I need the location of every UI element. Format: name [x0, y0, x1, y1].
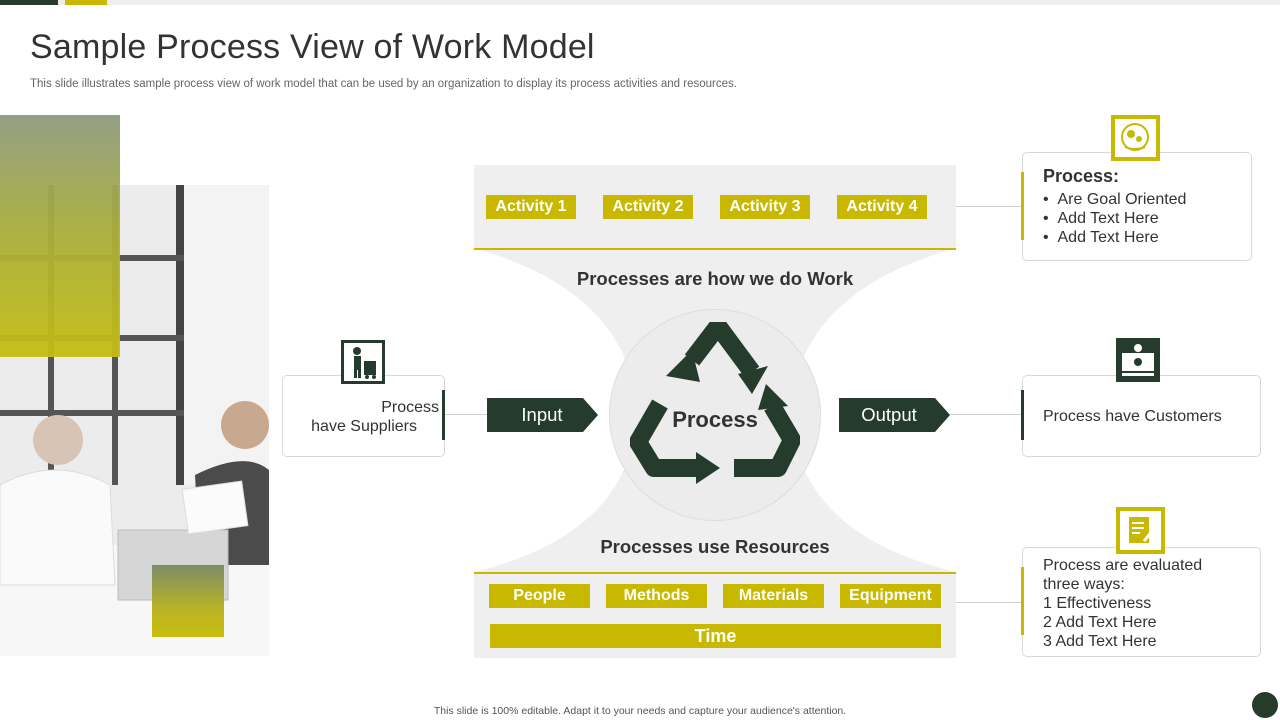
customers-card: Process have Customers	[1022, 375, 1261, 457]
evaluation-line-1: Process are evaluated	[1043, 557, 1203, 574]
evaluation-line-5: 3 Add Text Here	[1043, 633, 1157, 650]
activity-1-pill: Activity 1	[486, 195, 576, 219]
document-pen-icon	[1116, 507, 1165, 554]
process-bullet-2: • Add Text Here	[1043, 210, 1159, 227]
evaluation-card: Process are evaluated three ways: 1 Effe…	[1022, 547, 1261, 657]
decor-overlay-large	[0, 115, 120, 357]
output-arrow-tip	[935, 398, 950, 432]
accent-segment-olive	[65, 0, 107, 5]
resources-panel: People Methods Materials Equipment Time	[474, 572, 956, 658]
meeting-photo	[0, 185, 269, 656]
input-arrow: Input	[487, 398, 583, 432]
output-label: Output	[861, 404, 917, 425]
footer-note: This slide is 100% editable. Adapt it to…	[433, 705, 847, 717]
activities-panel: Activity 1 Activity 2 Activity 3 Activit…	[474, 165, 956, 250]
suppliers-line2: have Suppliers	[311, 418, 417, 435]
center-process-label: Process	[672, 407, 758, 432]
resource-methods-pill: Methods	[606, 584, 707, 608]
process-bullet-1: • Are Goal Oriented	[1043, 191, 1187, 208]
top-accent-bar	[0, 0, 1280, 5]
output-arrow: Output	[839, 398, 935, 432]
process-connector	[956, 206, 1021, 207]
process-bullet-2-text: Add Text Here	[1057, 210, 1159, 227]
corner-dot	[1252, 692, 1278, 718]
bottom-heading: Processes use Resources	[600, 536, 830, 557]
resource-materials-pill: Materials	[723, 584, 824, 608]
resource-equipment-pill: Equipment	[840, 584, 941, 608]
suppliers-card: Process have Suppliers	[282, 375, 445, 457]
customers-text: Process have Customers	[1043, 408, 1222, 425]
page-title: Sample Process View of Work Model	[30, 28, 595, 66]
process-card-accent	[1021, 172, 1024, 240]
gears-hand-icon	[1111, 115, 1160, 161]
decor-overlay-small	[152, 565, 224, 637]
worker-trolley-icon	[341, 340, 385, 384]
evaluation-line-4: 2 Add Text Here	[1043, 614, 1157, 631]
suppliers-connector	[445, 414, 487, 415]
evaluation-card-accent	[1021, 567, 1024, 635]
activity-4-pill: Activity 4	[837, 195, 927, 219]
input-arrow-tip	[583, 398, 598, 432]
customers-connector	[950, 414, 1021, 415]
customer-desk-icon	[1116, 338, 1160, 382]
suppliers-line1: Process	[381, 399, 439, 416]
page-subtitle: This slide illustrates sample process vi…	[30, 78, 737, 90]
process-card-heading: Process:	[1043, 166, 1120, 186]
suppliers-card-accent	[442, 390, 445, 440]
resource-people-pill: People	[489, 584, 590, 608]
activity-3-pill: Activity 3	[720, 195, 810, 219]
process-bullet-1-text: Are Goal Oriented	[1057, 191, 1187, 208]
time-bar: Time	[490, 624, 941, 648]
activity-2-pill: Activity 2	[603, 195, 693, 219]
input-label: Input	[521, 404, 563, 425]
top-heading: Processes are how we do Work	[576, 268, 854, 289]
process-bullet-3: • Add Text Here	[1043, 229, 1159, 246]
process-bullet-3-text: Add Text Here	[1057, 229, 1159, 246]
evaluation-line-2: three ways:	[1043, 576, 1125, 593]
evaluation-line-3: 1 Effectiveness	[1043, 595, 1152, 612]
customers-card-accent	[1021, 390, 1024, 440]
recycle-arrows-icon	[630, 322, 800, 484]
process-card: Process: • Are Goal Oriented • Add Text …	[1022, 152, 1252, 261]
accent-segment-dark	[0, 0, 58, 5]
evaluation-connector	[956, 602, 1021, 603]
meeting-photo-illustration	[0, 185, 269, 656]
